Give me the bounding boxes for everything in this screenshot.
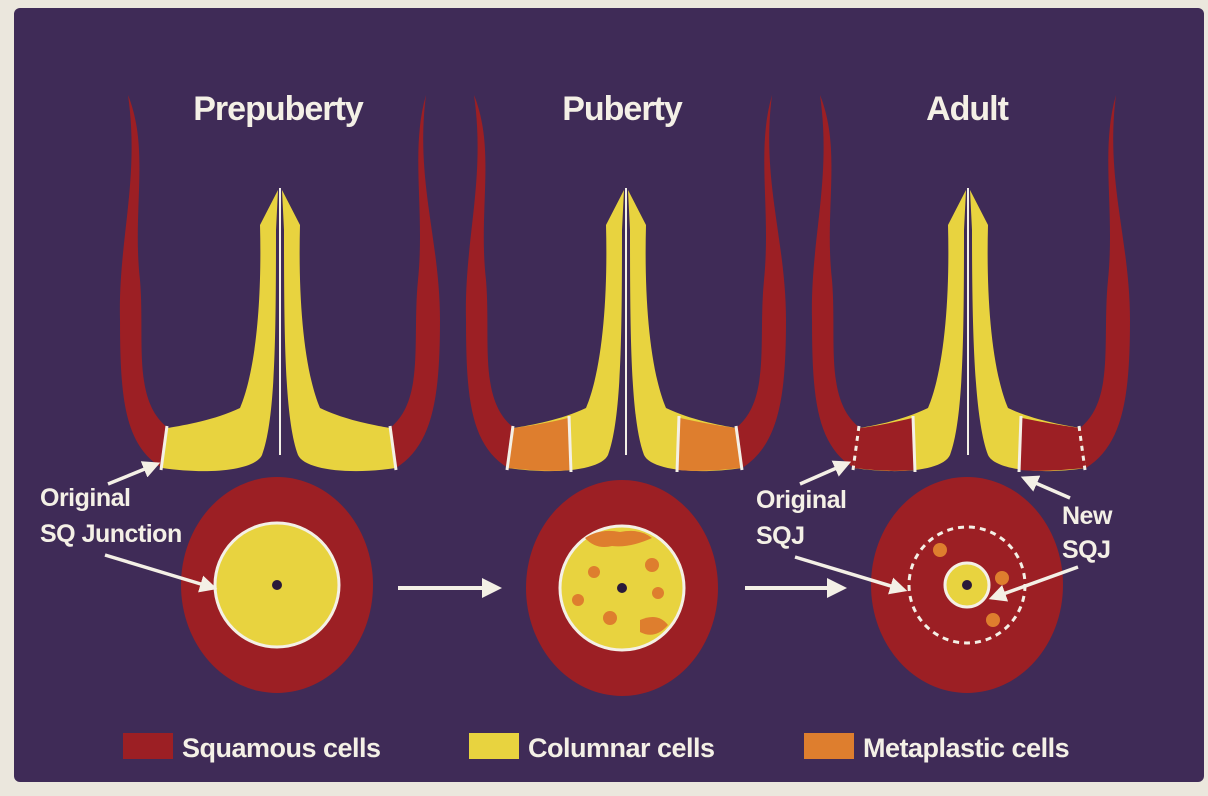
legend-label: Squamous cells — [182, 733, 381, 763]
stage-title: Puberty — [562, 90, 683, 128]
annotation-label: SQ Junction — [40, 520, 182, 548]
legend-swatch-squamous — [123, 733, 173, 759]
legend-label: Columnar cells — [528, 733, 715, 763]
stage-title: Prepuberty — [193, 90, 364, 128]
annotation-label: Original — [756, 486, 846, 514]
external-os — [962, 580, 972, 590]
sq-junction-line — [677, 416, 679, 472]
annotation-label: SQJ — [1062, 536, 1111, 564]
external-os — [617, 583, 627, 593]
new-sqj-line — [913, 416, 915, 472]
new-sqj-line — [1019, 416, 1021, 472]
legend-swatch-columnar — [469, 733, 519, 759]
annotation-label: Original — [40, 484, 130, 512]
legend-label: Metaplastic cells — [863, 733, 1069, 763]
legend: Squamous cells Columnar cells Metaplasti… — [123, 733, 1069, 763]
external-os — [272, 580, 282, 590]
annotation-label: New — [1062, 502, 1113, 530]
sq-junction-line — [569, 416, 571, 472]
stage-title: Adult — [926, 90, 1009, 128]
legend-swatch-metaplastic — [804, 733, 854, 759]
annotation-label: SQJ — [756, 522, 805, 550]
